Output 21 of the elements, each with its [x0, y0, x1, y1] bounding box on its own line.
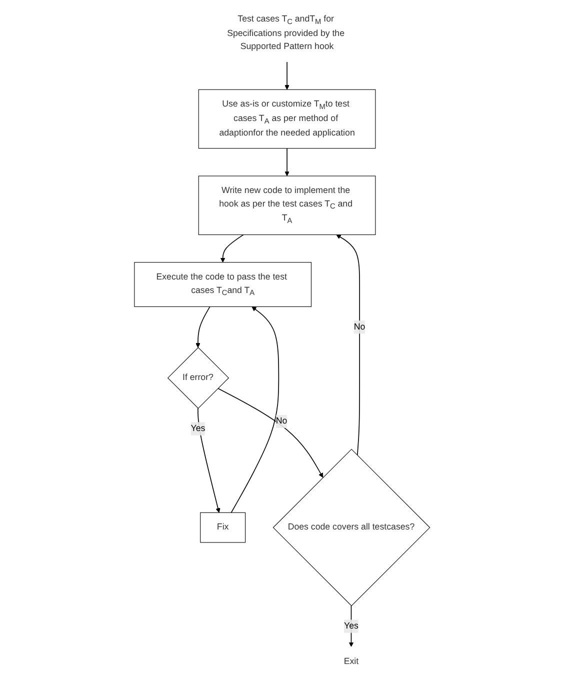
node-diamond: Does code covers all testcases? — [273, 448, 431, 606]
arrow — [284, 62, 290, 90]
node-diamond: If error? — [168, 347, 230, 409]
arrow — [218, 388, 324, 478]
arrow — [220, 234, 244, 263]
node-box: Fix — [200, 512, 246, 543]
arrow — [198, 408, 221, 513]
edge-label: Yes — [191, 424, 206, 434]
arrow — [284, 148, 290, 176]
node-box: Execute the code to pass the test cases T$_{C}$and T$_{A}$ — [134, 262, 312, 307]
node-box: Write new code to implement the hook as per the test cases T$_{C}$ and T$_{A}$ — [198, 176, 376, 236]
edge-label: Yes — [344, 621, 359, 631]
node-text: Exit — [344, 656, 359, 666]
edge-label: No — [276, 416, 288, 426]
arrow — [349, 605, 354, 647]
arrow — [196, 306, 211, 348]
node-text: Test cases T$_{C}$ andT$_{M}$ for Specifications provided by the Supported Pattern hook — [227, 14, 345, 52]
edge-label: No — [354, 322, 366, 332]
node-box: Use as-is or customize T$_{M}$to test cases T$_{A}$ as per method of adaptionfor the needed application — [198, 89, 376, 149]
arrow — [336, 234, 360, 456]
arrow — [231, 306, 280, 514]
